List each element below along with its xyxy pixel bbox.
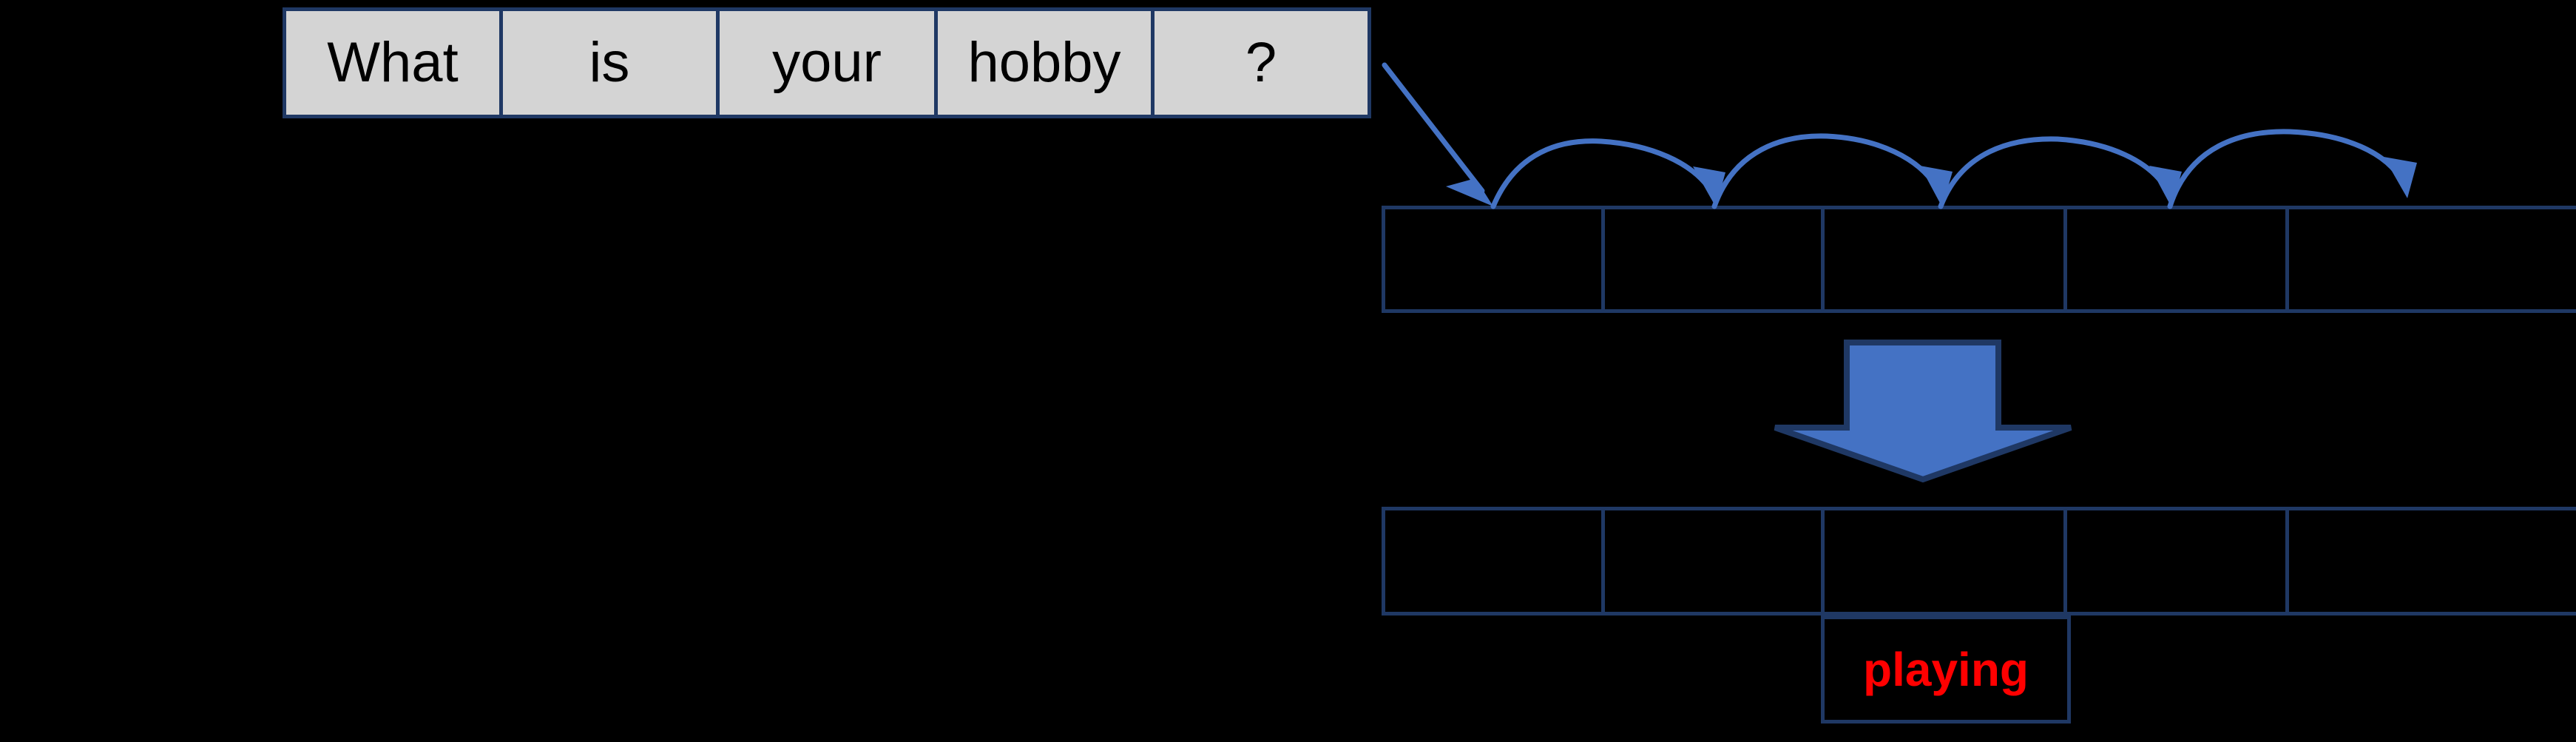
decoder-state-cell-4[interactable] — [2285, 507, 2576, 615]
input-token-row: What is your hobby ? — [283, 7, 1371, 118]
output-word-label: playing — [1862, 643, 2029, 696]
output-word-cell[interactable]: playing — [1821, 615, 2071, 724]
decoder-state-row — [1382, 507, 2576, 615]
decoder-state-cell-2[interactable] — [1821, 507, 2067, 615]
encoder-state-cell-3[interactable] — [2063, 206, 2289, 313]
encoder-to-decoder-block-arrow — [1774, 340, 2072, 483]
decoder-state-cell-0[interactable] — [1382, 507, 1605, 615]
input-token-cell-4[interactable]: ? — [1151, 7, 1371, 118]
encoder-state-cell-2[interactable] — [1821, 206, 2067, 313]
encoder-recurrence-arrow-4 — [2167, 129, 2417, 209]
encoder-state-cell-1[interactable] — [1601, 206, 1825, 313]
input-token-cell-1[interactable]: is — [499, 7, 720, 118]
input-token-label-2: your — [772, 31, 882, 94]
input-token-cell-2[interactable]: your — [716, 7, 938, 118]
input-token-label-4: ? — [1245, 31, 1277, 94]
encoder-state-row — [1382, 206, 2576, 313]
decoder-state-cell-3[interactable] — [2063, 507, 2289, 615]
input-token-cell-3[interactable]: hobby — [934, 7, 1155, 118]
source-to-encoder-arrow — [1382, 62, 1493, 206]
encoder-recurrence-arrow-1 — [1490, 138, 1725, 209]
encoder-recurrence-arrow-3 — [1938, 136, 2182, 209]
encoder-state-cell-4[interactable] — [2285, 206, 2576, 313]
encoder-recurrence-arrows — [1490, 129, 2417, 209]
encoder-state-cell-0[interactable] — [1382, 206, 1605, 313]
encoder-recurrence-arrow-2 — [1711, 133, 1953, 209]
input-token-label-3: hobby — [967, 31, 1121, 94]
input-token-label-0: What — [327, 31, 459, 94]
input-token-label-1: is — [589, 31, 630, 94]
input-token-cell-0[interactable]: What — [283, 7, 503, 118]
decoder-state-cell-1[interactable] — [1601, 507, 1825, 615]
